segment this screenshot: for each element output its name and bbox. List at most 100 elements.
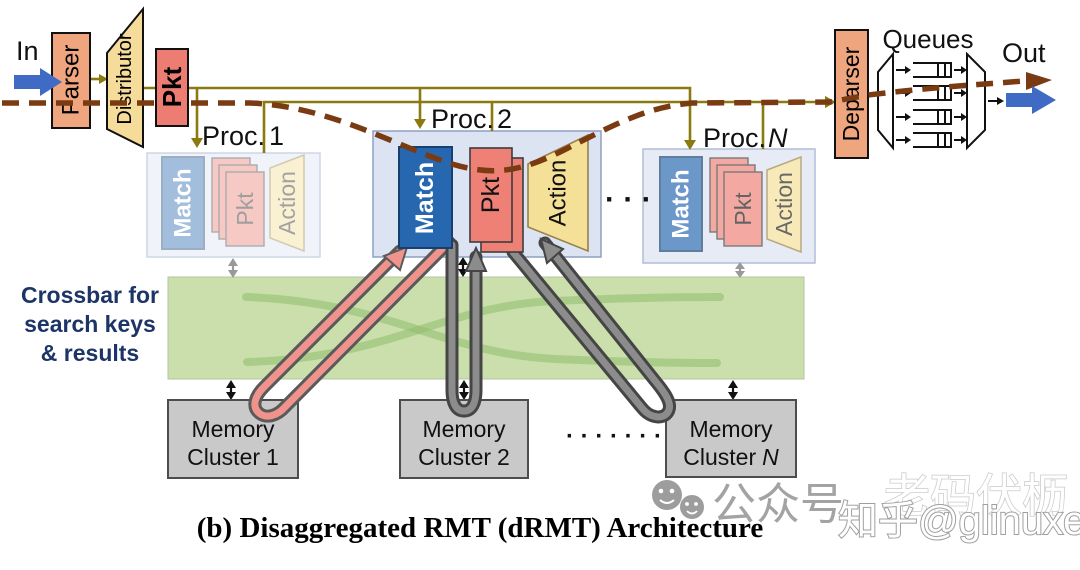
memory-cluster-box	[665, 399, 797, 478]
pkt-buffer: Pkt	[155, 48, 189, 127]
bus-return-line	[262, 100, 826, 153]
loop-arrowhead-icon	[464, 245, 488, 272]
bus-line	[143, 86, 692, 140]
watermark-account: 老码伏枥	[884, 470, 1068, 522]
proc-1-label: Proc.	[202, 121, 265, 151]
action-unit	[766, 155, 802, 254]
pkt-card	[225, 171, 265, 247]
pkt-card	[211, 157, 251, 233]
input: In	[14, 36, 62, 96]
double-arrow-icon	[226, 380, 236, 400]
packet-trace-path	[2, 72, 1052, 174]
wechat-smiley-icon	[652, 480, 704, 519]
pkt-label: Pkt	[730, 192, 756, 226]
memory-ellipsis: · · · · · · ·	[566, 423, 662, 450]
action-unit	[527, 133, 589, 253]
memory-cluster-word: Cluster	[683, 444, 756, 470]
pkt-box	[155, 48, 189, 127]
loop-arrowhead-icon	[382, 245, 409, 272]
action-label: Action	[545, 160, 572, 227]
crossbar-label: Crossbar for search keys & results	[21, 282, 159, 366]
pkt-label: Pkt	[232, 192, 258, 226]
memory-cluster-number: N	[762, 444, 779, 470]
fanin-shape	[966, 51, 986, 151]
proc-1-number: 1	[269, 121, 284, 151]
double-arrow-icon	[728, 380, 738, 400]
pink-loop-arrow	[248, 235, 456, 423]
pkt-box-label: Pkt	[157, 66, 187, 107]
double-arrow-icon	[459, 380, 469, 400]
proc-ellipsis: · · ·	[605, 183, 652, 216]
crossbar-label-line3: & results	[41, 340, 139, 366]
loop-arrowhead-icon	[539, 237, 565, 265]
gray-loop-arrow-diagonal	[506, 236, 676, 424]
match-unit	[161, 156, 205, 250]
queue-row	[896, 62, 967, 78]
memory-cluster-number: 2	[497, 444, 510, 470]
action-label: Action	[274, 171, 300, 235]
double-arrow-icon	[458, 257, 468, 277]
proc-container	[146, 152, 321, 258]
match-label: Match	[411, 162, 439, 234]
action-label: Action	[771, 172, 797, 236]
out-label: Out	[1002, 38, 1046, 68]
proc-n-label: Proc.	[703, 123, 766, 153]
memory-crossbar-links	[226, 380, 738, 400]
bus-arrowhead-icon	[191, 138, 203, 148]
loop-body	[251, 238, 453, 420]
bus-arrowhead-icon	[99, 74, 108, 84]
bus-arrowhead-icon	[414, 119, 426, 129]
proc-n-number: N	[768, 123, 788, 153]
in-arrow-icon	[14, 68, 62, 96]
watermark: 公众号 老码伏枥 知乎@glinuxer	[652, 469, 1080, 544]
match-label: Match	[170, 168, 197, 237]
pkt-card	[218, 164, 258, 240]
fanout-shape	[877, 51, 894, 151]
memory-cluster-word: Cluster	[187, 444, 260, 470]
loop-body	[448, 241, 480, 415]
egress-pipeline: Deparser Queues	[834, 24, 1004, 159]
queue-out-arrowhead-icon	[997, 97, 1004, 105]
memory-cluster-word: Cluster	[418, 444, 491, 470]
queue-row	[896, 109, 967, 125]
dashed-route	[2, 78, 1025, 174]
out-arrow-icon	[1006, 86, 1056, 114]
memory-cluster-number: 1	[266, 444, 279, 470]
loop-body	[509, 239, 673, 421]
double-arrow-icon	[735, 262, 745, 278]
deparser-label: Deparser	[838, 46, 864, 141]
watermark-platform: 公众号	[712, 480, 844, 529]
in-label: In	[16, 36, 39, 66]
action-unit	[269, 153, 305, 253]
memory-cluster-label: Memory	[689, 416, 773, 442]
proc-1: Match Pkt Action	[146, 152, 321, 258]
match-label: Match	[668, 169, 695, 238]
figure-caption: (b) Disaggregated RMT (dRMT) Architectur…	[197, 512, 764, 544]
proc-labels: Proc. 1 Proc. 2 Proc. N	[202, 104, 788, 153]
pkt-card	[723, 171, 763, 247]
proc-2-label: Proc.	[431, 104, 494, 134]
ingress-pipeline: Parser Distributor	[51, 6, 144, 149]
gray-loop-arrow-vertical	[445, 238, 488, 418]
pkt-card	[469, 147, 513, 243]
match-unit	[659, 156, 703, 252]
pkt-label: Pkt	[477, 177, 505, 213]
queue-row	[896, 132, 967, 148]
crossbar	[167, 276, 805, 380]
bus-arrowhead-icon	[684, 140, 696, 150]
packet-bus	[90, 74, 836, 153]
queues-label: Queues	[882, 24, 973, 54]
crossbar-label-line2: search keys	[24, 311, 156, 337]
output: Out	[1002, 38, 1056, 114]
proc-2-units: Match Pkt Action	[398, 133, 589, 253]
memory-cluster-label: Memory	[422, 416, 506, 442]
dashed-route-arrowhead-icon	[1026, 72, 1052, 90]
watermark-handle: 知乎@glinuxer	[838, 499, 1080, 543]
match-unit	[398, 146, 453, 249]
deparser-box	[834, 29, 869, 159]
